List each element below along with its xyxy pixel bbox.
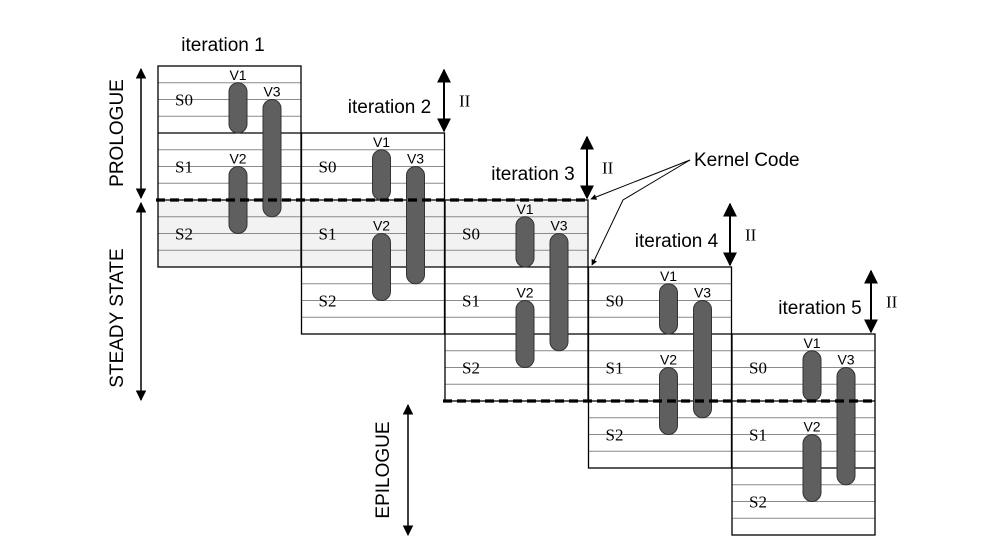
kernel-leader-bottom — [591, 159, 691, 266]
epilogue-label: EPILOGUE — [373, 421, 394, 518]
stage-label-s1: S1 — [606, 359, 624, 378]
ii-label-4: II — [745, 226, 757, 245]
ii-label-2: II — [459, 92, 471, 111]
lifetime-bar-v1 — [228, 82, 248, 134]
lifetime-bar-v3 — [836, 367, 856, 486]
lifetime-bar-v2 — [515, 300, 535, 368]
lifetime-bar-v3 — [406, 166, 425, 285]
variable-label-v3: V3 — [407, 151, 424, 167]
stage-label-s0: S0 — [749, 359, 767, 378]
variable-label-v3: V3 — [694, 285, 711, 301]
iteration-blocks: S0S1S2V1V2V3S0S1S2V1V2V3S0S1S2V1V2V3S0S1… — [157, 65, 876, 536]
variable-label-v1: V1 — [373, 134, 390, 150]
variable-label-v1: V1 — [803, 335, 820, 351]
variable-label-v2: V2 — [229, 151, 246, 167]
steady-state-label: STEADY STATE — [107, 248, 128, 387]
ii-label-5: II — [886, 293, 898, 312]
variable-label-v3: V3 — [263, 84, 280, 100]
kernel-code-label: Kernel Code — [694, 150, 800, 171]
lifetime-bar-v3 — [693, 300, 712, 419]
variable-label-v1: V1 — [229, 67, 246, 83]
stage-label-s1: S1 — [749, 426, 767, 445]
iteration-label-4: iteration 4 — [635, 231, 719, 252]
variable-label-v2: V2 — [516, 285, 533, 301]
variable-label-v1: V1 — [660, 268, 677, 284]
stage-label-s2: S2 — [462, 359, 480, 378]
iteration-label-3: iteration 3 — [491, 164, 574, 185]
iteration-label-1: iteration 1 — [181, 35, 264, 56]
lifetime-bar-v3 — [262, 99, 282, 218]
prologue-label: PROLOGUE — [107, 79, 128, 187]
lifetime-bar-v1 — [802, 350, 822, 402]
block-outline — [731, 333, 876, 536]
stage-label-s0: S0 — [462, 225, 480, 244]
lifetime-bar-v1 — [659, 283, 678, 335]
stage-label-s1: S1 — [462, 292, 480, 311]
variable-label-v2: V2 — [803, 419, 820, 435]
lifetime-bar-v3 — [549, 233, 569, 352]
kernel-leader-top — [590, 159, 691, 200]
stage-label-s2: S2 — [319, 292, 337, 311]
ii-label-3: II — [602, 159, 614, 178]
stage-label-s0: S0 — [606, 292, 624, 311]
stage-label-s0: S0 — [175, 91, 193, 110]
stage-label-s0: S0 — [319, 158, 337, 177]
iteration-label-2: iteration 2 — [348, 97, 431, 118]
lifetime-bar-v1 — [372, 149, 391, 201]
variable-label-v3: V3 — [837, 352, 854, 368]
lifetime-bar-v2 — [372, 233, 391, 301]
annotations: PROLOGUE STEADY STATE EPILOGUE Kernel Co… — [107, 35, 898, 537]
stage-label-s2: S2 — [749, 493, 767, 512]
variable-label-v3: V3 — [550, 218, 567, 234]
stage-label-s1: S1 — [175, 158, 193, 177]
stage-label-s1: S1 — [319, 225, 337, 244]
variable-label-v2: V2 — [373, 218, 390, 234]
iteration-label-5: iteration 5 — [778, 298, 861, 319]
stage-label-s2: S2 — [606, 426, 624, 445]
lifetime-bar-v2 — [802, 434, 822, 502]
stage-label-s2: S2 — [175, 225, 193, 244]
kernel-boundaries — [156, 198, 876, 403]
variable-label-v2: V2 — [660, 352, 677, 368]
variable-label-v1: V1 — [516, 201, 533, 217]
lifetime-bar-v1 — [515, 216, 535, 268]
